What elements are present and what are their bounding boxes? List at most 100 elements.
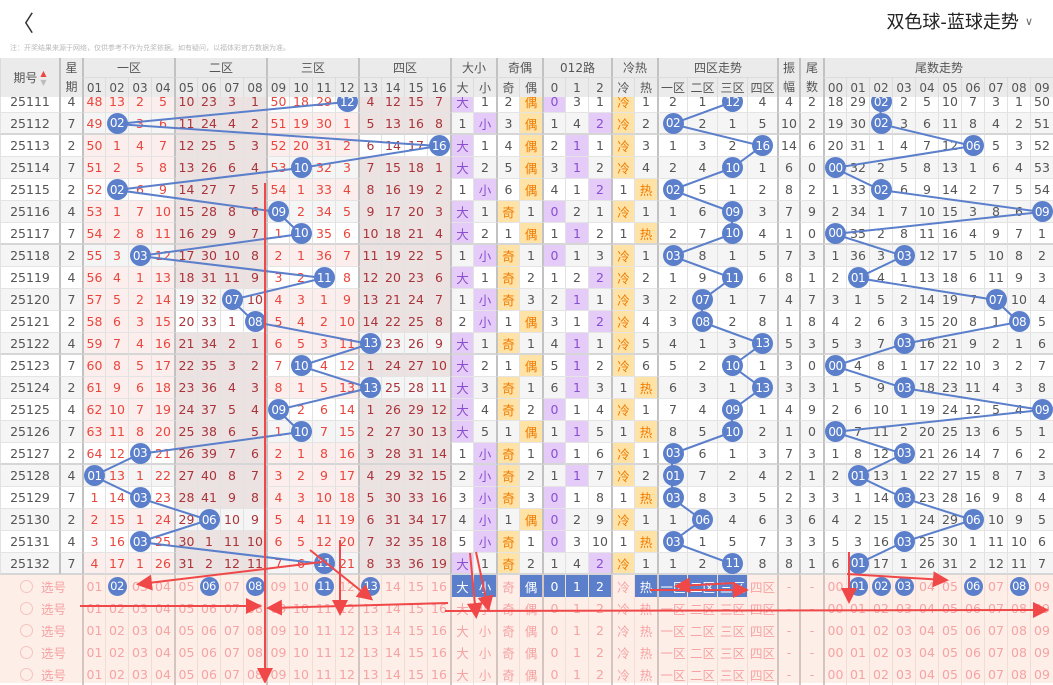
pick-option[interactable]: 09 [266,597,289,619]
pick-option[interactable]: 冷 [611,619,634,641]
pick-option[interactable]: 冷 [611,663,634,685]
pick-option[interactable]: 07 [984,663,1007,685]
pick-option[interactable]: 03 [128,597,151,619]
pick-option[interactable]: 00 [823,641,846,663]
pick-option[interactable]: 03 [128,619,151,641]
pick-option[interactable]: 偶 [519,663,542,685]
pick-option[interactable]: 07 [984,619,1007,641]
pick-option[interactable]: 10 [289,597,312,619]
pick-option[interactable]: 15 [404,641,427,663]
pick-option[interactable]: 00 [823,597,846,619]
pick-option[interactable]: 06 [197,575,220,597]
pick-row-label[interactable]: 选号 [0,641,82,663]
pick-option[interactable]: 02 [869,597,892,619]
back-button[interactable]: 〈 [12,12,35,37]
pick-option[interactable]: 1 [565,575,588,597]
pick-option[interactable]: 一区 [657,597,687,619]
pick-option[interactable]: 2 [588,597,611,619]
pick-option[interactable]: 奇 [496,663,519,685]
pick-option[interactable]: 一区 [657,575,687,597]
pick-option[interactable]: 05 [174,641,197,663]
pick-option[interactable]: 11 [312,575,335,597]
pick-option[interactable]: 07 [220,619,243,641]
pick-option[interactable]: 01 [82,619,105,641]
pick-option[interactable]: 04 [915,641,938,663]
pick-option[interactable]: 一区 [657,663,687,685]
pick-option[interactable]: 05 [938,597,961,619]
pick-option[interactable]: 01 [846,619,869,641]
issue-sort-header[interactable]: 期号▲▼ [0,58,59,97]
pick-option[interactable]: 热 [634,641,657,663]
pick-option[interactable]: 四区 [747,641,777,663]
pick-option[interactable]: 06 [197,663,220,685]
pick-option[interactable]: 冷 [611,641,634,663]
pick-option[interactable]: 2 [588,641,611,663]
pick-option[interactable]: 03 [892,597,915,619]
pick-option[interactable]: 15 [404,619,427,641]
radio-icon[interactable] [20,623,33,637]
pick-option[interactable]: 四区 [747,575,777,597]
pick-option[interactable]: 03 [128,663,151,685]
pick-option[interactable]: 04 [151,641,174,663]
pick-row-label[interactable]: 选号 [0,575,82,597]
pick-option[interactable]: 奇 [496,619,519,641]
pick-option[interactable]: 偶 [519,575,542,597]
pick-option[interactable]: 13 [358,641,381,663]
pick-option[interactable]: 08 [243,575,266,597]
pick-option[interactable]: 06 [197,597,220,619]
pick-option[interactable]: 二区 [687,597,717,619]
pick-option[interactable]: 05 [938,619,961,641]
pick-option[interactable]: 06 [961,597,984,619]
pick-option[interactable]: 0 [542,597,565,619]
pick-option[interactable]: 三区 [717,663,747,685]
pick-option[interactable]: 04 [915,619,938,641]
pick-option[interactable]: 大 [450,575,473,597]
radio-icon[interactable] [20,667,33,681]
pick-option[interactable]: 06 [961,619,984,641]
pick-option[interactable]: 16 [427,663,450,685]
pick-option[interactable]: 四区 [747,619,777,641]
pick-option[interactable]: 06 [197,619,220,641]
pick-option[interactable]: 06 [961,663,984,685]
pick-option[interactable]: 二区 [687,641,717,663]
pick-option[interactable]: 小 [473,575,496,597]
pick-option[interactable]: 09 [1030,663,1053,685]
pick-option[interactable]: 四区 [747,597,777,619]
pick-option[interactable]: 06 [961,641,984,663]
pick-option[interactable]: 13 [358,575,381,597]
pick-option[interactable]: 0 [542,641,565,663]
pick-option[interactable]: 02 [869,663,892,685]
pick-option[interactable]: 02 [869,619,892,641]
pick-option[interactable]: 小 [473,619,496,641]
pick-option[interactable]: 10 [289,575,312,597]
pick-option[interactable]: 02 [105,641,128,663]
pick-option[interactable]: 09 [1030,619,1053,641]
pick-option[interactable]: 热 [634,597,657,619]
pick-option[interactable]: 1 [565,663,588,685]
pick-option[interactable]: 0 [542,663,565,685]
pick-option[interactable]: 14 [381,619,404,641]
radio-icon[interactable] [20,645,33,659]
pick-option[interactable]: 08 [243,619,266,641]
pick-option[interactable]: 08 [243,663,266,685]
pick-option[interactable]: 14 [381,597,404,619]
pick-option[interactable]: 热 [634,663,657,685]
pick-option[interactable]: 12 [335,663,358,685]
pick-option[interactable]: 13 [358,663,381,685]
pick-option[interactable]: 09 [266,619,289,641]
pick-option[interactable]: 08 [1007,641,1030,663]
pick-option[interactable]: 二区 [687,663,717,685]
pick-option[interactable]: 2 [588,575,611,597]
pick-option[interactable]: 15 [404,575,427,597]
pick-option[interactable]: 04 [151,663,174,685]
pick-option[interactable]: 13 [358,619,381,641]
pick-option[interactable]: 01 [846,575,869,597]
pick-option[interactable]: 03 [892,663,915,685]
pick-option[interactable]: 07 [220,597,243,619]
pick-option[interactable]: 04 [915,575,938,597]
pick-option[interactable]: 00 [823,619,846,641]
pick-option[interactable]: 0 [542,575,565,597]
pick-option[interactable]: 三区 [717,597,747,619]
pick-option[interactable]: 01 [82,641,105,663]
pick-option[interactable]: 偶 [519,619,542,641]
